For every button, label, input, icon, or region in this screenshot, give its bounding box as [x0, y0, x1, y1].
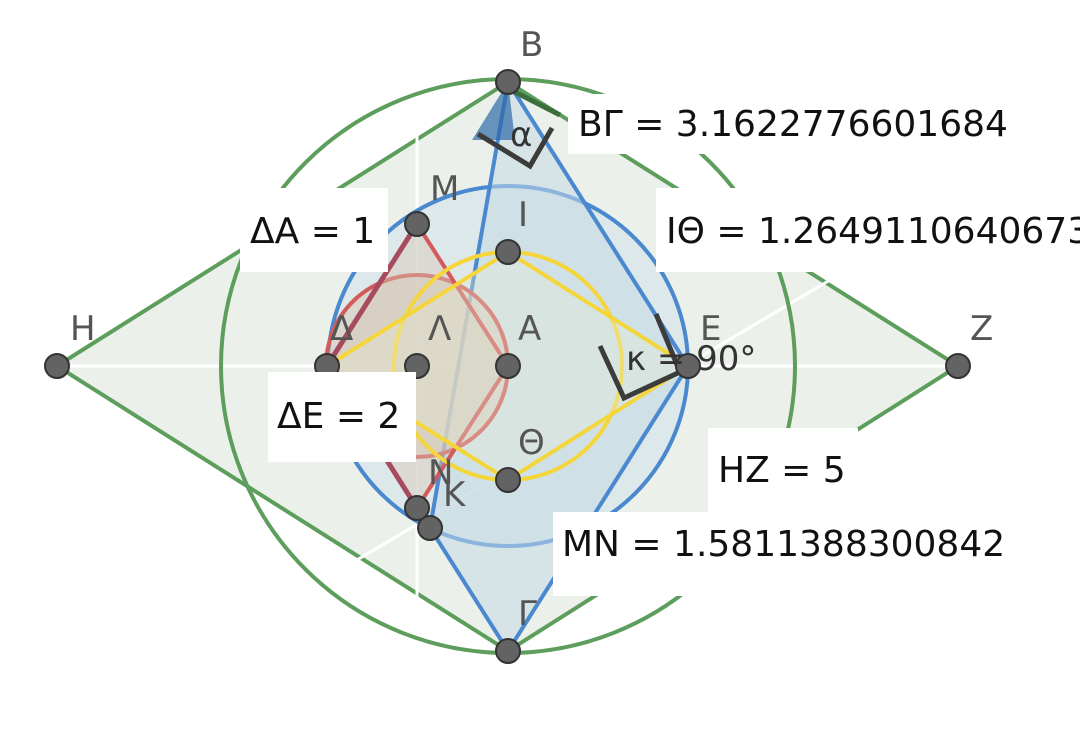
point-Gamma[interactable] [495, 638, 521, 664]
point-A[interactable] [495, 353, 521, 379]
angle-alpha-marker [476, 126, 555, 170]
box-ITh [656, 188, 1080, 272]
box-BG [568, 94, 1080, 154]
point-Theta[interactable] [495, 467, 521, 493]
label-H: H [70, 309, 96, 349]
label-B: B [520, 25, 543, 65]
point-N[interactable] [404, 495, 430, 521]
label-M: M [430, 169, 459, 209]
point-K[interactable] [417, 515, 443, 541]
label-angle-kappa: κ = 90° [626, 339, 756, 379]
label-I: I [518, 195, 528, 235]
blue-sliver [472, 82, 515, 140]
measure-DA: ΔΑ = 1 [250, 211, 375, 252]
label-Gamma: Γ [518, 594, 537, 634]
darkred-edge-top [324, 222, 420, 368]
measure-BG: ΒΓ = 3.1622776601684 [578, 104, 1008, 145]
label-Theta: Θ [518, 423, 545, 463]
label-N: N [428, 453, 453, 493]
angle-alpha-arm [513, 89, 562, 118]
measure-HZ: ΗΖ = 5 [718, 450, 846, 491]
label-K: K [443, 475, 467, 515]
box-HZ [708, 428, 858, 518]
measure-MN: ΜΝ = 1.5811388300842 [562, 524, 1005, 565]
label-Z: Z [970, 309, 993, 349]
point-E[interactable] [675, 353, 701, 379]
points [44, 69, 971, 664]
point-M[interactable] [404, 211, 430, 237]
measure-ITh: ΙΘ = 1.2649110640673 [666, 211, 1080, 252]
label-angle-alpha: α [510, 115, 532, 155]
label-E: E [700, 309, 721, 349]
point-B[interactable] [495, 69, 521, 95]
box-MN [553, 512, 1045, 596]
angle-kappa-marker [597, 313, 684, 402]
label-A: A [518, 309, 541, 349]
point-Z[interactable] [945, 353, 971, 379]
label-Delta: Δ [330, 309, 353, 349]
measure-DE: ΔΕ = 2 [277, 396, 400, 437]
box-DA [240, 188, 388, 272]
label-Lambda: Λ [428, 309, 451, 349]
point-H[interactable] [44, 353, 70, 379]
box-DE [268, 372, 416, 462]
point-I[interactable] [495, 239, 521, 265]
